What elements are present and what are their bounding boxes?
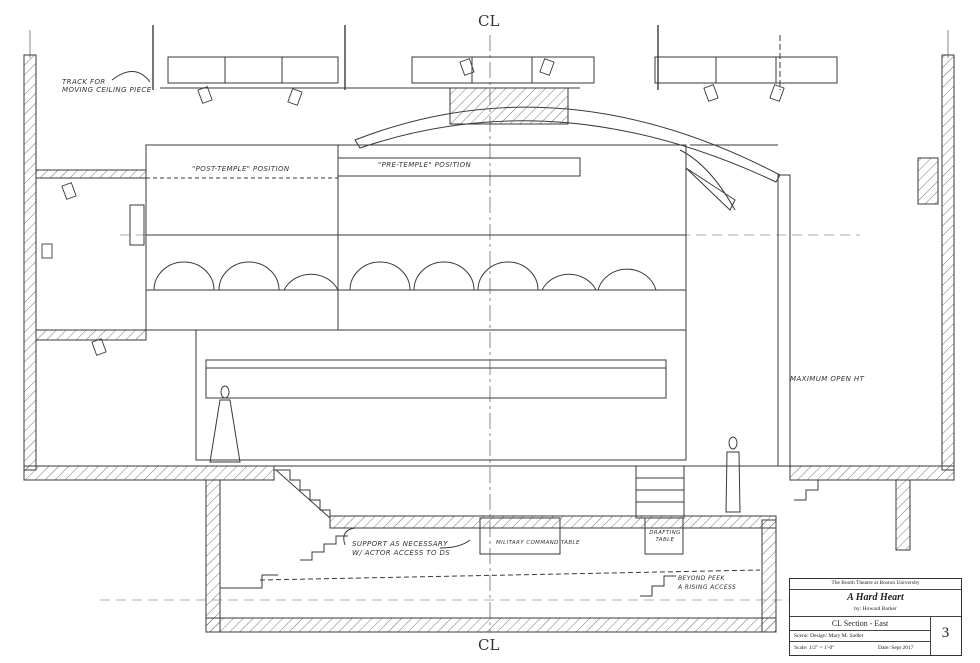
- stairs-left: [274, 469, 331, 519]
- centerline-label-bottom: CL: [478, 636, 500, 654]
- actor-figure-left: [209, 385, 241, 463]
- drafting-table-label: DRAFTING TABLE: [649, 530, 681, 543]
- arcade-arches: [153, 261, 657, 291]
- track-note-label: TRACK FOR MOVING CEILING PIECE: [62, 78, 152, 94]
- military-command-table: [479, 517, 561, 555]
- author-text: by: Howard Barker: [854, 606, 897, 612]
- play-title-text: A Hard Heart: [847, 592, 904, 603]
- right-pit-post: [895, 479, 911, 551]
- maximum-open-label: MAXIMUM OPEN HT: [790, 375, 865, 383]
- left-gallery-floor-upper: [35, 169, 147, 179]
- sheet-number: 3: [941, 625, 950, 641]
- actor-figure-right: [725, 436, 741, 513]
- stairs-pit: [220, 535, 348, 589]
- trap-floor: [329, 515, 777, 529]
- pre-temple-header: [337, 157, 581, 177]
- ceiling-box: [449, 87, 569, 125]
- stage-floor-left: [23, 465, 275, 481]
- centerline-label-top: CL: [478, 12, 500, 30]
- stage-floor-right: [789, 465, 955, 481]
- pit-floor: [205, 617, 777, 633]
- upper-platform: [195, 329, 687, 461]
- designer-text: Scenic Design: Mary M. Sadler: [794, 633, 864, 639]
- lighting-instruments: [41, 58, 785, 356]
- left-gallery-floor-lower: [35, 329, 147, 341]
- scale-text: Scale: 1/2" = 1'-0": [794, 645, 835, 651]
- right-wall: [941, 54, 955, 471]
- drafting-table: [644, 517, 684, 555]
- pit-wall-right: [761, 519, 777, 633]
- post-temple-label: "POST-TEMPLE" POSITION: [192, 165, 290, 173]
- left-wall: [23, 54, 37, 471]
- right-wall-pier: [917, 157, 939, 205]
- date-text: Date: Sept 2017: [878, 645, 914, 651]
- military-table-label: MILITARY COMMAND TABLE: [496, 540, 580, 546]
- right-tower: [777, 174, 791, 467]
- upper-truss-right: [654, 56, 838, 84]
- upper-truss-left: [167, 56, 339, 84]
- drawing-title-text: CL Section - East: [831, 619, 889, 628]
- upper-truss-center: [411, 56, 595, 84]
- pit-wall-left: [205, 479, 221, 633]
- support-note-label: SUPPORT AS NECESSARY W/ ACTOR ACCESS TO …: [352, 540, 451, 557]
- title-block: The Booth Theatre at Boston University A…: [789, 578, 962, 656]
- beyond-note-label: BEYOND PEEK A RISING ACCESS: [678, 575, 737, 591]
- bench-unit: [205, 359, 667, 399]
- institution-text: The Booth Theatre at Boston University: [831, 580, 920, 586]
- pre-temple-label: "PRE-TEMPLE" POSITION: [378, 161, 472, 169]
